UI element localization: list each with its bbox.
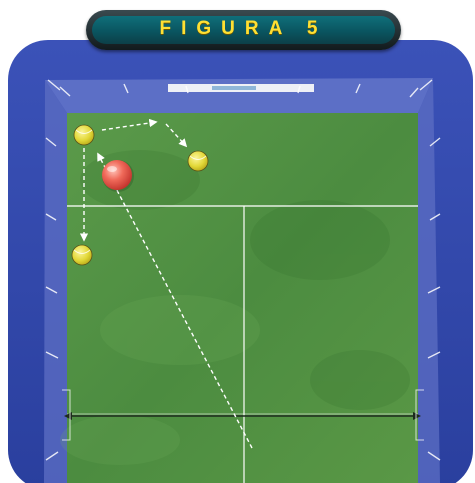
player-marker [102,160,134,192]
left-glass-wall [44,80,67,483]
figure-title: FIGURA 5 [86,18,401,40]
back-glass-wall [45,78,433,113]
ball-1 [74,125,94,145]
ball-3 [188,151,208,171]
ball-2 [72,245,92,265]
back-wall-sign-logo [212,86,256,90]
figure-title-banner: FIGURA 5 [86,10,401,50]
